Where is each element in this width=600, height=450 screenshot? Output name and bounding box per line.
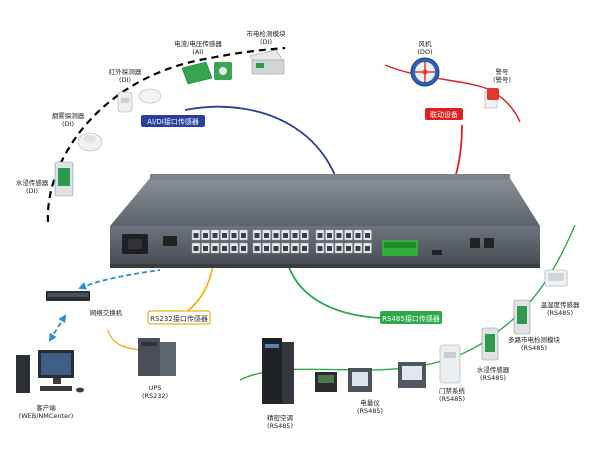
network-arrow-switch — [78, 269, 161, 290]
label-water-left: 水浸传感器(DI) — [16, 178, 49, 195]
svg-text:AI/DI接口传感器: AI/DI接口传感器 — [147, 117, 199, 126]
rj45-port-socket — [222, 246, 227, 251]
label-infrared: 红外探测器(DI) — [109, 67, 142, 84]
rs485-curve — [239, 224, 576, 381]
fan-device — [410, 57, 440, 87]
water-sensor-right — [481, 327, 499, 361]
rj45-port-socket — [241, 233, 246, 238]
rj45-port-socket — [222, 233, 227, 238]
water-sensor-left — [54, 161, 74, 197]
infrared-detector — [117, 88, 162, 113]
controller-chassis — [110, 174, 540, 268]
smoke-detector — [77, 132, 103, 152]
tag-rs232: RS232接口传感器 — [147, 310, 211, 325]
svg-text:RS485接口传感器: RS485接口传感器 — [382, 314, 440, 323]
rj45-port-socket — [264, 246, 269, 251]
rj45-port-socket — [193, 233, 199, 238]
rj45-port-socket — [302, 233, 307, 238]
rj45-port-socket — [355, 246, 361, 251]
tag-linkage: 联动设备 — [425, 108, 463, 120]
multi-mains-module — [513, 299, 531, 335]
rj45-port-socket — [203, 233, 208, 238]
rj45-port-socket — [317, 233, 323, 238]
label-alarm: 警号(警号) — [493, 67, 511, 84]
rj45-port-socket — [292, 246, 298, 251]
tag-ai-di: AI/DI接口传感器 — [141, 115, 205, 127]
rj45-port-socket — [212, 233, 218, 238]
rj45-port-socket — [283, 246, 288, 251]
precision-ac — [262, 338, 294, 404]
rj45-ports — [191, 229, 372, 254]
label-client: 客户端(WEB/NMCenter) — [19, 403, 74, 420]
rj45-port-socket — [273, 233, 279, 238]
rs485-arrow — [283, 256, 381, 319]
rj45-port-socket — [346, 246, 351, 251]
mains-detection-module — [249, 49, 285, 75]
rj45-port-socket — [327, 246, 332, 251]
label-smoke: 烟雾探测器(DI) — [52, 111, 85, 128]
rj45-port-socket — [365, 233, 370, 238]
power-meter — [315, 362, 426, 392]
rj45-port-socket — [283, 233, 288, 238]
label-multi-mains: 多路市电检测模块(RS485) — [508, 335, 561, 352]
rj45-port-socket — [254, 246, 260, 251]
label-current-voltage: 电流/电压传感器(AI) — [174, 39, 222, 56]
ups-unit — [138, 338, 176, 376]
rj45-port-socket — [302, 246, 307, 251]
rj45-port-socket — [355, 233, 361, 238]
rj45-port-socket — [193, 246, 199, 251]
label-ac: 精密空调(RS485) — [267, 413, 293, 430]
svg-text:联动设备: 联动设备 — [430, 110, 458, 119]
rj45-port-socket — [365, 246, 370, 251]
label-water-right: 水浸传感器(RS485) — [477, 365, 510, 382]
rj45-port-socket — [264, 233, 269, 238]
rj45-port-socket — [241, 246, 246, 251]
rj45-port-socket — [231, 246, 237, 251]
label-mains-module: 市电检测模块(DI) — [247, 29, 287, 46]
rj45-port-socket — [212, 246, 218, 251]
rj45-port-socket — [317, 246, 323, 251]
temp-humidity-sensor — [544, 269, 568, 287]
current-voltage-sensor — [181, 61, 232, 85]
rj45-port-socket — [346, 233, 351, 238]
rj45-port-socket — [273, 246, 279, 251]
label-meter: 电量仪(RS485) — [357, 398, 383, 415]
access-control — [439, 344, 461, 384]
rj45-port-socket — [203, 246, 208, 251]
rj45-port-socket — [231, 233, 237, 238]
label-switch: 网络交换机 — [90, 308, 123, 317]
network-arrow-client — [48, 314, 67, 342]
label-temp-hum: 温湿度传感器(RS485) — [541, 300, 581, 317]
rj45-port-socket — [336, 233, 342, 238]
alarm-siren — [484, 88, 499, 109]
tag-rs485: RS485接口传感器 — [380, 311, 442, 324]
network-switch — [46, 291, 90, 301]
svg-text:RS232接口传感器: RS232接口传感器 — [150, 314, 208, 323]
rj45-port-socket — [254, 233, 260, 238]
rs232-curve — [107, 329, 141, 351]
label-access: 门禁系统(RS485) — [439, 386, 466, 403]
client-computer — [16, 350, 84, 393]
rj45-port-socket — [292, 233, 298, 238]
rj45-port-socket — [327, 233, 332, 238]
label-fan: 风机(DO) — [417, 39, 432, 56]
label-ups: UPS(RS232) — [142, 384, 168, 400]
rj45-port-socket — [336, 246, 342, 251]
